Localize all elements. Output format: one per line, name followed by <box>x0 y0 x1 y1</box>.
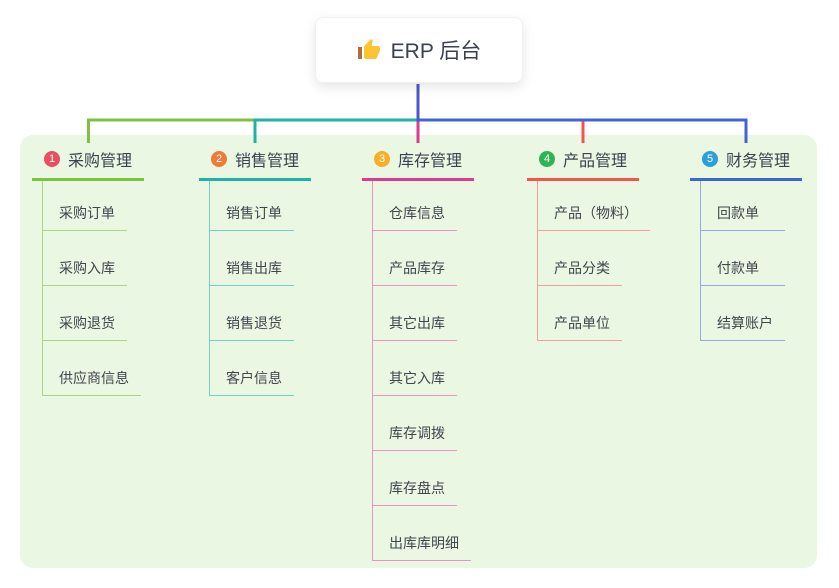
branch-item[interactable]: 仓库信息 <box>373 181 457 231</box>
branch-item[interactable]: 其它入库 <box>373 341 457 396</box>
branch-item[interactable]: 销售退货 <box>210 286 294 341</box>
branch-item[interactable]: 供应商信息 <box>43 341 141 396</box>
branch-product: 4 产品管理 产品（物料） 产品分类 产品单位 <box>527 147 650 341</box>
branch-purchase: 1 采购管理 采购订单 采购入库 采购退货 供应商信息 <box>32 147 145 396</box>
branch-title-product[interactable]: 4 产品管理 <box>527 147 640 181</box>
branch-inventory: 3 库存管理 仓库信息 产品库存 其它出库 其它入库 库存调拨 库存盘点 出库库… <box>362 147 475 561</box>
branch-item[interactable]: 回款单 <box>701 181 785 231</box>
branch-label: 财务管理 <box>726 153 791 170</box>
branch-item[interactable]: 付款单 <box>701 231 785 286</box>
branch-item[interactable]: 库存调拨 <box>373 396 457 451</box>
branch-item[interactable]: 出库库明细 <box>373 506 471 561</box>
branch-title-purchase[interactable]: 1 采购管理 <box>32 147 145 181</box>
branch-item[interactable]: 产品分类 <box>538 231 622 286</box>
branch-items-purchase: 采购订单 采购入库 采购退货 供应商信息 <box>42 181 141 396</box>
branch-item[interactable]: 客户信息 <box>210 341 294 396</box>
branch-badge-5: 5 <box>702 151 718 167</box>
branch-item[interactable]: 产品单位 <box>538 286 622 341</box>
branch-title-sales[interactable]: 2 销售管理 <box>199 147 312 181</box>
thumbs-up-icon <box>357 39 380 59</box>
branch-badge-4: 4 <box>539 151 555 167</box>
branch-items-sales: 销售订单 销售出库 销售退货 客户信息 <box>209 181 294 396</box>
branch-badge-3: 3 <box>374 151 390 167</box>
branch-item[interactable]: 其它出库 <box>373 286 457 341</box>
branch-item[interactable]: 销售出库 <box>210 231 294 286</box>
branch-label: 库存管理 <box>398 153 463 170</box>
branch-item[interactable]: 采购退货 <box>43 286 127 341</box>
branch-item[interactable]: 结算账户 <box>701 286 785 341</box>
branch-sales: 2 销售管理 销售订单 销售出库 销售退货 客户信息 <box>199 147 312 396</box>
root-node[interactable]: ERP 后台 <box>315 17 523 83</box>
branch-item[interactable]: 库存盘点 <box>373 451 457 506</box>
branch-item[interactable]: 产品库存 <box>373 231 457 286</box>
branch-title-finance[interactable]: 5 财务管理 <box>690 147 803 181</box>
branch-label: 采购管理 <box>68 153 133 170</box>
branch-item[interactable]: 销售订单 <box>210 181 294 231</box>
branch-label: 销售管理 <box>235 153 300 170</box>
branch-finance: 5 财务管理 回款单 付款单 结算账户 <box>690 147 803 341</box>
branches-panel <box>20 135 817 568</box>
branch-badge-2: 2 <box>211 151 227 167</box>
branch-label: 产品管理 <box>563 153 628 170</box>
branch-items-finance: 回款单 付款单 结算账户 <box>700 181 785 341</box>
branch-items-product: 产品（物料） 产品分类 产品单位 <box>537 181 650 341</box>
root-node-title: ERP 后台 <box>390 40 482 63</box>
branch-item[interactable]: 采购入库 <box>43 231 127 286</box>
branch-title-inventory[interactable]: 3 库存管理 <box>362 147 475 181</box>
branch-badge-1: 1 <box>44 151 60 167</box>
branch-item[interactable]: 采购订单 <box>43 181 127 231</box>
branch-item[interactable]: 产品（物料） <box>538 181 650 231</box>
branch-items-inventory: 仓库信息 产品库存 其它出库 其它入库 库存调拨 库存盘点 出库库明细 <box>372 181 471 561</box>
